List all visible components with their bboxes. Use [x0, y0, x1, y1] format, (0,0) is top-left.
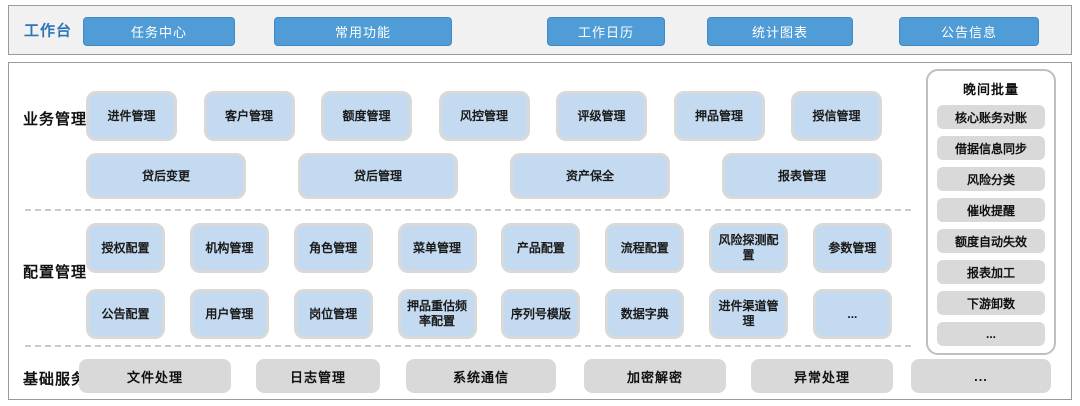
module-collateral-mgmt[interactable]: 押品管理	[673, 91, 765, 141]
section-label-config: 配置管理	[23, 264, 88, 281]
batch-report-process[interactable]: 报表加工	[937, 260, 1045, 284]
topbar-button-work-calendar[interactable]: 工作日历	[547, 17, 665, 46]
batch-risk-classify[interactable]: 风险分类	[937, 167, 1045, 191]
module-role-mgmt[interactable]: 角色管理	[293, 223, 373, 273]
batch-more[interactable]: ...	[937, 322, 1045, 346]
config-row-2: 公告配置 用户管理 岗位管理 押品重估频率配置 序列号模版 数据字典 进件渠道管…	[86, 289, 892, 339]
module-param-mgmt[interactable]: 参数管理	[812, 223, 892, 273]
module-menu-mgmt[interactable]: 菜单管理	[397, 223, 477, 273]
module-collateral-reval-freq[interactable]: 押品重估频率配置	[397, 289, 477, 339]
dashed-divider-2	[25, 345, 911, 347]
module-auth-config[interactable]: 授权配置	[86, 223, 165, 273]
dashed-divider-1	[25, 209, 911, 211]
module-org-mgmt[interactable]: 机构管理	[189, 223, 269, 273]
service-log-mgmt[interactable]: 日志管理	[256, 359, 380, 393]
module-limit-mgmt[interactable]: 额度管理	[321, 91, 412, 141]
module-config-more[interactable]: ...	[812, 289, 892, 339]
topbar-button-announcements[interactable]: 公告信息	[899, 17, 1039, 46]
main-panel: 业务管理 配置管理 基础服务 进件管理 客户管理 额度管理 风控管理 评级管理 …	[8, 62, 1072, 400]
batch-core-account-recon[interactable]: 核心账务对账	[937, 105, 1045, 129]
module-product-config[interactable]: 产品配置	[501, 223, 581, 273]
module-credit-mgmt[interactable]: 授信管理	[791, 91, 882, 141]
service-more[interactable]: ...	[911, 359, 1051, 393]
service-encrypt-decrypt[interactable]: 加密解密	[584, 359, 726, 393]
workbench-topbar: 工作台 任务中心 常用功能 工作日历 统计图表 公告信息	[8, 5, 1072, 55]
config-row-1: 授权配置 机构管理 角色管理 菜单管理 产品配置 流程配置 风险探测配置 参数管…	[86, 223, 892, 273]
workbench-label: 工作台	[24, 22, 73, 40]
module-serial-template[interactable]: 序列号模版	[501, 289, 581, 339]
section-label-business: 业务管理	[23, 111, 88, 128]
business-row-2: 贷后变更 贷后管理 资产保全 报表管理	[86, 153, 882, 199]
night-batch-title: 晚间批量	[962, 82, 1019, 97]
module-announce-config[interactable]: 公告配置	[86, 289, 165, 339]
topbar-button-common-functions[interactable]: 常用功能	[274, 17, 452, 46]
module-data-dictionary[interactable]: 数据字典	[605, 289, 685, 339]
service-file-processing[interactable]: 文件处理	[79, 359, 231, 393]
topbar-button-statistics-charts[interactable]: 统计图表	[707, 17, 853, 46]
module-postloan-change[interactable]: 贷后变更	[86, 153, 246, 199]
topbar-button-task-center[interactable]: 任务中心	[83, 17, 235, 46]
service-exception-handle[interactable]: 异常处理	[751, 359, 893, 393]
module-customer-mgmt[interactable]: 客户管理	[203, 91, 295, 141]
batch-downstream-unload[interactable]: 下游卸数	[937, 291, 1045, 315]
module-risk-ctrl-mgmt[interactable]: 风控管理	[438, 91, 530, 141]
module-report-mgmt[interactable]: 报表管理	[722, 153, 882, 199]
service-system-comm[interactable]: 系统通信	[406, 359, 556, 393]
module-process-config[interactable]: 流程配置	[605, 223, 685, 273]
batch-collection-remind[interactable]: 催收提醒	[937, 198, 1045, 222]
module-intake-mgmt[interactable]: 进件管理	[86, 91, 177, 141]
batch-iou-info-sync[interactable]: 借据信息同步	[937, 136, 1045, 160]
module-postloan-mgmt[interactable]: 贷后管理	[298, 153, 458, 199]
module-user-mgmt[interactable]: 用户管理	[189, 289, 269, 339]
module-rating-mgmt[interactable]: 评级管理	[556, 91, 647, 141]
night-batch-panel: 晚间批量 核心账务对账 借据信息同步 风险分类 催收提醒 额度自动失效 报表加工…	[926, 69, 1056, 355]
module-post-mgmt[interactable]: 岗位管理	[293, 289, 373, 339]
section-label-base: 基础服务	[23, 371, 88, 388]
module-risk-probe-config[interactable]: 风险探测配置	[709, 223, 789, 273]
module-intake-channel-mgmt[interactable]: 进件渠道管理	[709, 289, 789, 339]
batch-limit-auto-expire[interactable]: 额度自动失效	[937, 229, 1045, 253]
business-row-1: 进件管理 客户管理 额度管理 风控管理 评级管理 押品管理 授信管理	[86, 91, 882, 141]
module-asset-preserve[interactable]: 资产保全	[510, 153, 670, 199]
